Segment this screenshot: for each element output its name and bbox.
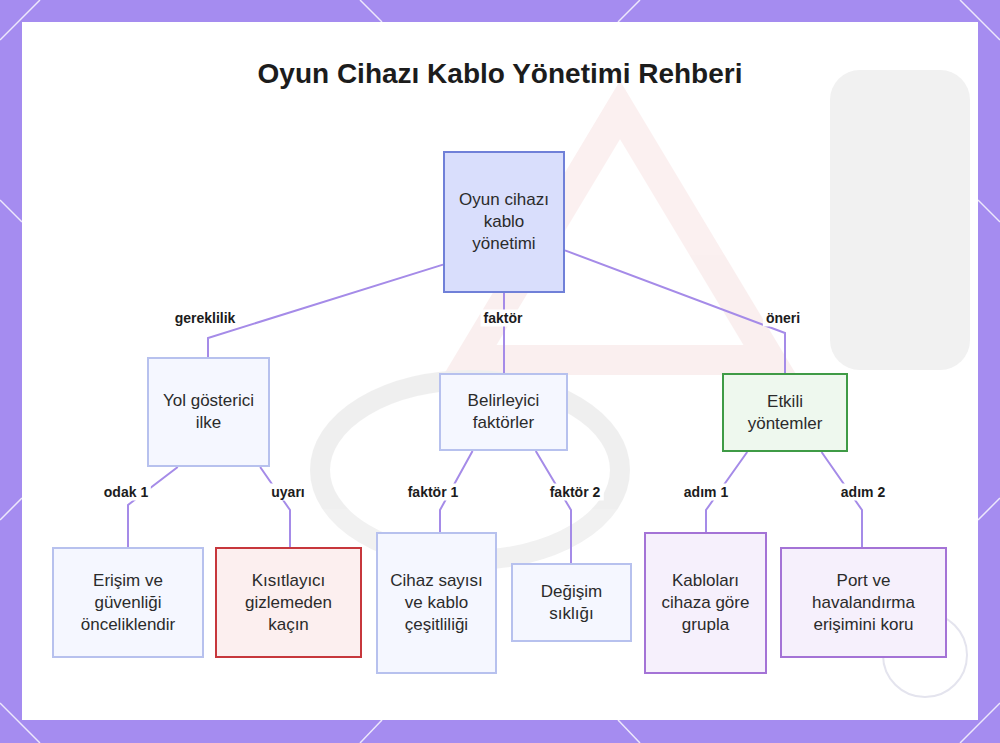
node-label: Port ve havalandırma erişimini koru xyxy=(790,570,937,636)
faded-backdrop xyxy=(320,70,970,560)
edge-label: adım 2 xyxy=(838,484,888,501)
edge-label: faktör xyxy=(481,310,526,327)
leaf-box: Erişim ve güvenliği önceliklendir xyxy=(52,547,204,658)
warning-box: Kısıtlayıcı gizlemeden kaçın xyxy=(215,547,362,658)
connector-line xyxy=(260,467,290,547)
edge-label: öneri xyxy=(763,310,803,327)
connector-line xyxy=(565,250,785,373)
node-label: Etkili yöntemler xyxy=(732,391,838,435)
node-label: Belirleyici faktörler xyxy=(449,390,558,434)
node-label: Erişim ve güvenliği önceliklendir xyxy=(62,570,194,636)
edge-label: gereklilik xyxy=(172,310,239,327)
edge-label: odak 1 xyxy=(101,484,151,501)
node-label: Kısıtlayıcı gizlemeden kaçın xyxy=(225,570,352,636)
connector-line xyxy=(208,265,443,357)
category-box: Etkili yöntemler xyxy=(722,373,848,452)
edge-label: adım 1 xyxy=(681,484,731,501)
node-label: Kabloları cihaza göre grupla xyxy=(654,570,757,636)
node-label: Değişim sıklığı xyxy=(521,581,622,625)
node-label: Cihaz sayısı ve kablo çeşitliliği xyxy=(386,570,487,636)
step-box: Kabloları cihaza göre grupla xyxy=(644,532,767,674)
edge-label: faktör 2 xyxy=(547,484,604,501)
step-box: Port ve havalandırma erişimini koru xyxy=(780,547,947,658)
white-panel xyxy=(22,22,978,720)
leaf-box: Değişim sıklığı xyxy=(511,563,632,642)
edge-label: uyarı xyxy=(268,484,307,501)
root-box: Oyun cihazı kablo yönetimi xyxy=(443,151,565,293)
connector-line xyxy=(503,293,505,373)
node-label: Yol gösterici ilke xyxy=(157,390,260,434)
leaf-box: Cihaz sayısı ve kablo çeşitliliği xyxy=(376,532,497,674)
diagram-title: Oyun Cihazı Kablo Yönetimi Rehberi xyxy=(0,58,1000,90)
category-box: Yol gösterici ilke xyxy=(147,357,270,467)
node-label: Oyun cihazı kablo yönetimi xyxy=(453,189,555,255)
category-box: Belirleyici faktörler xyxy=(439,373,568,451)
edge-label: faktör 1 xyxy=(405,484,462,501)
connector-line xyxy=(128,467,178,547)
connector-line xyxy=(536,451,571,563)
